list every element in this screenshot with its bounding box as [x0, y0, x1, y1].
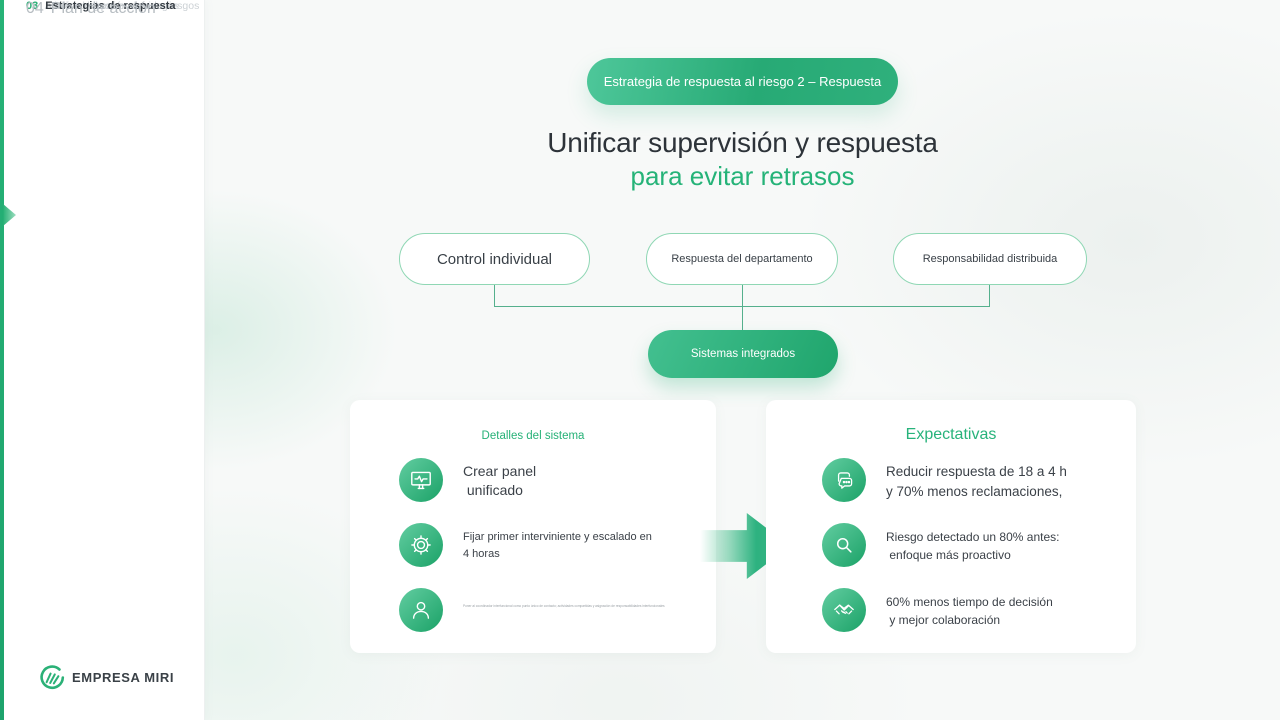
sidebar-item-vision[interactable]: 01 Visión de gestión de riesgos	[26, 0, 179, 12]
gear-icon	[399, 523, 443, 567]
connector-line	[742, 285, 743, 330]
expectations-panel: Expectativas Reducir respuesta de 18 a 4…	[766, 400, 1136, 653]
sidebar: 01 Visión de gestión de riesgos 02 Análisi…	[0, 0, 205, 720]
connector-line	[494, 285, 495, 307]
slide-title-line2: para evitar retrasos	[630, 161, 855, 191]
flow-node-control-individual: Control individual	[399, 233, 590, 285]
details-item-micro-text: Poner al coordinador interfuncional como…	[463, 604, 665, 608]
sidebar-item-estrategias[interactable]: 03 Estrategias de respuesta	[26, 0, 175, 12]
company-logo: EMPRESA MIRI	[38, 664, 174, 691]
company-logo-text: EMPRESA MIRI	[72, 670, 175, 685]
sidebar-item-label: Plan de acción	[50, 0, 156, 17]
sidebar-item-plan[interactable]: 04 Plan de acción	[26, 0, 156, 18]
slide-accent-bar	[0, 0, 4, 720]
expectation-item-text: 60% menos tiempo de decisión y mejor col…	[886, 595, 1053, 627]
connector-line	[494, 306, 990, 307]
flow-node-respuesta-departamento: Respuesta del departamento	[646, 233, 838, 285]
sidebar-item-label: Análisis del panorama de riesgos	[44, 0, 200, 12]
details-item-text: Crear panel unificado	[463, 463, 537, 498]
details-item-text: Fijar primer interviniente y escalado en…	[463, 531, 652, 560]
sidebar-item-label: Estrategias de respuesta	[45, 0, 176, 12]
magnifier-icon	[822, 523, 866, 567]
details-panel-header: Detalles del sistema	[481, 430, 585, 442]
flow-result-node: Sistemas integrados	[648, 330, 838, 378]
sidebar-item-number: 01	[26, 0, 38, 12]
expectations-panel-header: Expectativas	[905, 426, 997, 443]
sidebar-item-number: 04	[26, 0, 44, 17]
sidebar-item-label: Visión de gestión de riesgos	[47, 0, 179, 12]
flow-node-responsabilidad-distribuida: Responsabilidad distribuida	[893, 233, 1087, 285]
handshake-icon	[822, 588, 866, 632]
sidebar-item-analisis[interactable]: 02 Análisis del panorama de riesgos	[26, 0, 199, 12]
details-panel: Detalles del sistema Crear panel unifica…	[350, 400, 716, 653]
connector-line	[989, 285, 990, 307]
company-logo-icon	[38, 664, 65, 691]
expectation-item-text: Riesgo detectado un 80% antes: enfoque m…	[886, 530, 1060, 562]
person-icon	[399, 588, 443, 632]
sidebar-item-number: 02	[26, 0, 38, 12]
chat-bubbles-icon	[822, 458, 866, 502]
sidebar-item-number: 03	[26, 0, 39, 12]
topic-badge: Estrategia de respuesta al riesgo 2 – Re…	[587, 58, 898, 105]
slide-title-line1: Unificar supervisión y respuesta	[547, 127, 938, 158]
monitor-pulse-icon	[399, 458, 443, 502]
